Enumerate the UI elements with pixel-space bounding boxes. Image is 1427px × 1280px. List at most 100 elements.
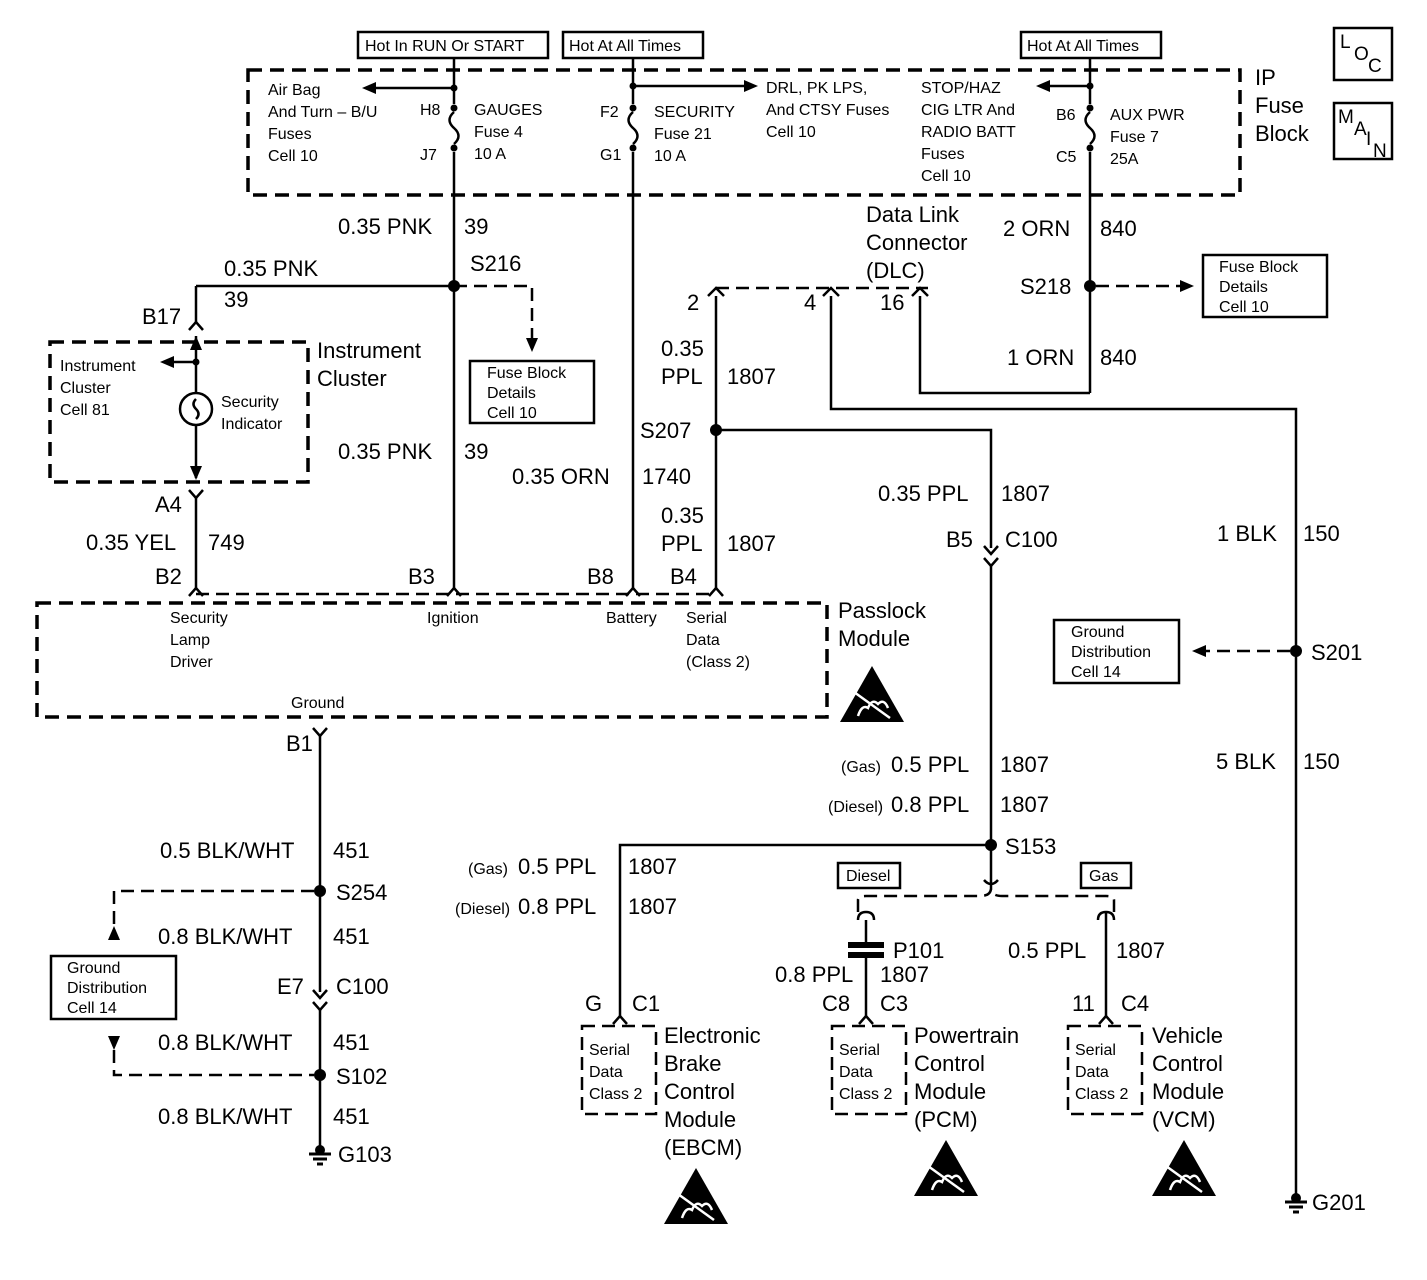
ebcm-outline: [580, 1024, 658, 1116]
fuse-details-2a: Fuse Block: [1219, 259, 1299, 276]
splice-s153-label: S153: [1005, 834, 1056, 859]
connector-p101-label: P101: [893, 938, 944, 963]
wire-150b-num: 150: [1303, 749, 1340, 774]
gauges-fuse-1: GAUGES: [474, 102, 542, 119]
instrument-cluster-title-1: Instrument: [317, 338, 421, 363]
arrow-left-icon: [362, 82, 376, 94]
loc-c: C: [1368, 56, 1382, 77]
vcm-title-4: (VCM): [1152, 1107, 1216, 1132]
wire-840b-size: 1 ORN: [1007, 345, 1074, 370]
wire-451b-num: 451: [333, 924, 370, 949]
fuse-block-details-box-1: [468, 359, 596, 425]
gauges-fuse-2: Fuse 4: [474, 124, 523, 141]
wire-150a-size: 1 BLK: [1217, 521, 1277, 546]
vcm-serial-2: Data: [1075, 1064, 1109, 1081]
wire-1807-eb-dsl-size: 0.8 PPL: [518, 894, 596, 919]
vcm-title-2: Control: [1152, 1051, 1223, 1076]
splice-s201-label: S201: [1311, 640, 1362, 665]
cluster-ref-3: Cell 81: [60, 402, 110, 419]
vcm-outline: [1066, 1024, 1144, 1116]
wire-451d-size: 0.8 BLK/WHT: [158, 1104, 292, 1129]
pin-battery-label: Battery: [606, 610, 657, 627]
pcm-serial-3: Class 2: [839, 1086, 892, 1103]
pin-security-2: Lamp: [170, 632, 210, 649]
ground-distribution-box-2: [49, 954, 178, 1021]
wire-39a-num: 39: [464, 214, 488, 239]
ground-g103-label: G103: [338, 1142, 392, 1167]
pin-g1: G1: [600, 147, 621, 164]
esd-sensitive-icon: [1150, 1138, 1218, 1198]
wire-1807-eb-gas-size: 0.5 PPL: [518, 854, 596, 879]
arrow-left-icon: [1192, 645, 1206, 657]
pin-11: 11: [1072, 991, 1095, 1016]
wire-1807-vcm-num: 1807: [1116, 938, 1165, 963]
drl-ref-3: Cell 10: [766, 124, 816, 141]
esd-sensitive-icon: [662, 1166, 730, 1226]
connector-c100-upper: [983, 545, 999, 568]
stop-ref-5: Cell 10: [921, 168, 971, 185]
stop-ref-1: STOP/HAZ: [921, 80, 1001, 97]
dlc-1: Data Link: [866, 202, 960, 227]
diesel-tag: Diesel: [846, 868, 890, 885]
pin-f2: F2: [600, 104, 619, 121]
ebcm-title-3: Control: [664, 1079, 735, 1104]
ip-fuse-block-outline: [246, 68, 1242, 197]
ground-dist-1a: Ground: [1071, 624, 1124, 641]
wire-1807b-num: 1807: [727, 531, 776, 556]
pcm-title-2: Control: [914, 1051, 985, 1076]
wire-1807a-num: 1807: [727, 364, 776, 389]
diesel-paren-2: (Diesel): [455, 901, 510, 918]
arrow-down-icon: [108, 1036, 120, 1050]
security-fuse-1: SECURITY: [654, 104, 735, 121]
passlock-title-1: Passlock: [838, 598, 927, 623]
wire-451a-size: 0.5 BLK/WHT: [160, 838, 294, 863]
main-n: N: [1373, 141, 1387, 162]
dlc-pin-16-label: 16: [880, 290, 904, 315]
pin-c5: C5: [1056, 149, 1077, 166]
pin-b1: B1: [286, 731, 313, 756]
connector-c100a-label: C100: [1005, 527, 1058, 552]
pin-serial-2: Data: [686, 632, 720, 649]
fuse-details-2c: Cell 10: [1219, 299, 1269, 316]
esd-sensitive-icon: [912, 1138, 980, 1198]
vcm-title-1: Vehicle: [1152, 1023, 1223, 1048]
pin-security-3: Driver: [170, 654, 213, 671]
ip-fuse-block-title-3: Block: [1255, 121, 1310, 146]
pin-b17: B17: [142, 304, 181, 329]
wire-1740-size: 0.35 ORN: [512, 464, 610, 489]
pcm-title-1: Powertrain: [914, 1023, 1019, 1048]
splice-s218: [1084, 280, 1096, 292]
security-indicator-1: Security: [221, 394, 279, 411]
wire-150a-num: 150: [1303, 521, 1340, 546]
option-break-symbol: [983, 879, 999, 886]
wire-1807c-num: 1807: [1001, 481, 1050, 506]
wire-150b-size: 5 BLK: [1216, 749, 1276, 774]
connector-c1-label: C1: [632, 991, 660, 1016]
wire-1807-dsl-size: 0.8 PPL: [891, 792, 969, 817]
pin-ignition-label: Ignition: [427, 610, 479, 627]
wire-451a-num: 451: [333, 838, 370, 863]
pcm-title-3: Module: [914, 1079, 986, 1104]
cluster-ref-2: Cluster: [60, 380, 111, 397]
pin-b5: B5: [946, 527, 973, 552]
fuse-details-1b: Details: [487, 385, 536, 402]
arrow-left-icon: [1036, 80, 1050, 92]
arrow-right-icon: [744, 80, 758, 92]
wire-840a-num: 840: [1100, 216, 1137, 241]
pin-e7: E7: [277, 974, 304, 999]
security-indicator-lamp-icon: [178, 391, 214, 427]
pin-b6: B6: [1056, 107, 1076, 124]
loc-box: [1332, 26, 1394, 82]
dlc-pin-16: [911, 286, 929, 297]
aux-fuse-2: Fuse 7: [1110, 129, 1159, 146]
connector-c100b-label: C100: [336, 974, 389, 999]
wire-39b-num: 39: [224, 287, 248, 312]
hot-run-start-label: Hot In RUN Or START: [365, 38, 525, 55]
loc-o: O: [1354, 44, 1369, 65]
airbag-ref-1: Air Bag: [268, 82, 320, 99]
cluster-ref-1: Instrument: [60, 358, 136, 375]
splice-s218-label: S218: [1020, 274, 1071, 299]
wire-451b-size: 0.8 BLK/WHT: [158, 924, 292, 949]
ebcm-title-5: (EBCM): [664, 1135, 742, 1160]
gauges-fuse-symbol: [448, 111, 460, 145]
